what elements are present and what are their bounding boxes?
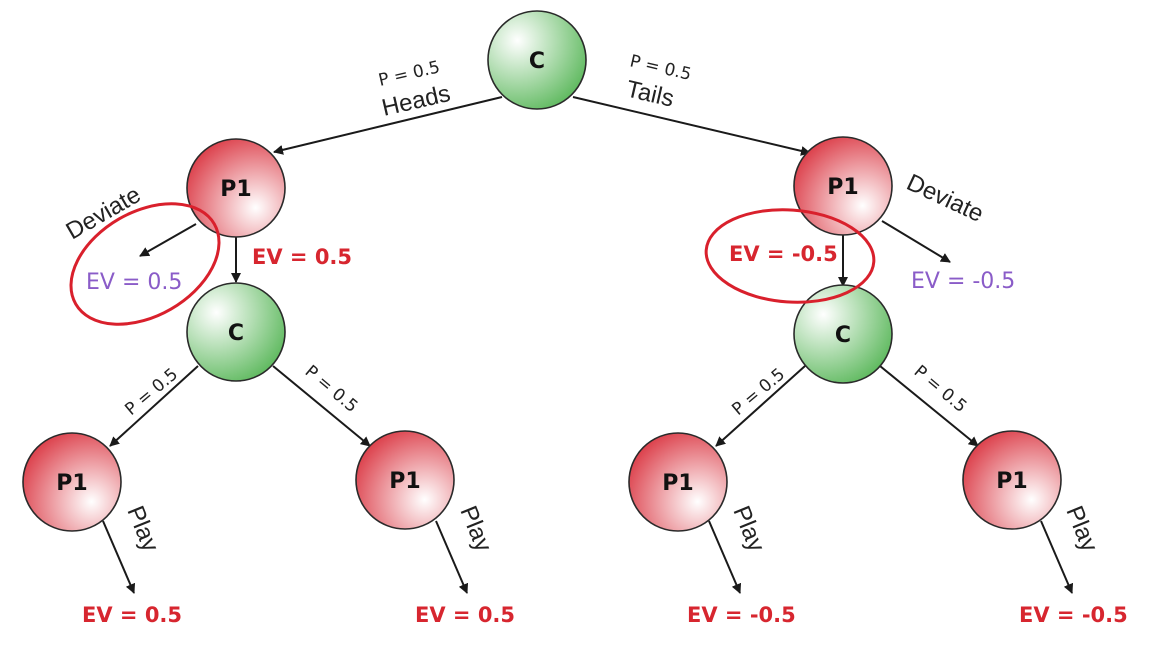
right-chance-node-label: C <box>835 323 851 348</box>
edge-leaf-2-play <box>435 520 469 594</box>
right-deviate-label: Deviate <box>902 169 987 228</box>
right-play-ev: EV = -0.5 <box>729 242 838 266</box>
right-c-left-prob-label: P = 0.5 <box>728 364 789 419</box>
edge-right-c-to-leaf-3 <box>715 365 806 447</box>
right-chance-node: C <box>793 284 893 384</box>
left-chance-node-label: C <box>228 321 244 346</box>
right-play-highlight <box>704 208 876 304</box>
edge-right-deviate <box>881 220 951 263</box>
leaf-2-ev: EV = 0.5 <box>415 603 515 627</box>
left-c-left-prob-label: P = 0.5 <box>121 364 182 419</box>
leaf-2-play-label: Play <box>454 502 497 555</box>
left-deviate-highlight <box>69 202 221 326</box>
root-node-label: C <box>529 49 545 74</box>
leaf-4-ev: EV = -0.5 <box>1019 603 1128 627</box>
edge-leaf-4-play <box>1040 520 1074 594</box>
leaf-3-label: P1 <box>662 471 693 496</box>
leaf-1-play-label: Play <box>121 502 164 555</box>
expected-values: EV = 0.5 EV = 0.5 EV = -0.5 EV = -0.5 EV… <box>82 242 1128 627</box>
right-p1-node-label: P1 <box>827 175 858 200</box>
edges <box>102 96 1074 594</box>
leaf-4-label: P1 <box>996 469 1027 494</box>
right-c-right-prob-label: P = 0.5 <box>910 362 971 417</box>
edge-left-deviate <box>139 223 197 257</box>
root-chance-node: C <box>487 10 587 110</box>
edge-heads <box>273 96 503 155</box>
highlights <box>69 202 876 326</box>
left-p1-node-label: P1 <box>220 177 251 202</box>
left-play-ev: EV = 0.5 <box>252 245 352 269</box>
edge-left-c-to-leaf-1 <box>109 365 199 447</box>
edge-leaf-3-play <box>708 520 742 594</box>
left-c-right-prob-label: P = 0.5 <box>301 362 362 417</box>
left-chance-node: C <box>186 282 286 382</box>
leaf-p1-node-1: P1 <box>22 432 122 532</box>
leaf-1-label: P1 <box>56 471 87 496</box>
leaf-3-play-label: Play <box>727 502 770 555</box>
tails-action-label: Tails <box>624 76 677 113</box>
leaf-p1-node-4: P1 <box>962 430 1062 530</box>
left-deviate-ev: EV = 0.5 <box>86 270 182 295</box>
nodes: C P1 P1 C C P1 P1 P1 <box>22 10 1062 532</box>
edge-left-c-to-leaf-2 <box>272 365 371 447</box>
edge-leaf-1-play <box>102 520 136 594</box>
leaf-p1-node-2: P1 <box>355 430 455 530</box>
leaf-p1-node-3: P1 <box>628 432 728 532</box>
leaf-3-ev: EV = -0.5 <box>687 603 796 627</box>
leaf-1-ev: EV = 0.5 <box>82 603 182 627</box>
right-p1-node: P1 <box>793 136 893 236</box>
right-deviate-ev: EV = -0.5 <box>911 269 1015 294</box>
leaf-4-play-label: Play <box>1060 502 1103 555</box>
edge-right-c-to-leaf-4 <box>879 365 979 447</box>
leaf-2-label: P1 <box>389 469 420 494</box>
edge-tails <box>572 96 811 156</box>
left-p1-node: P1 <box>186 138 286 238</box>
